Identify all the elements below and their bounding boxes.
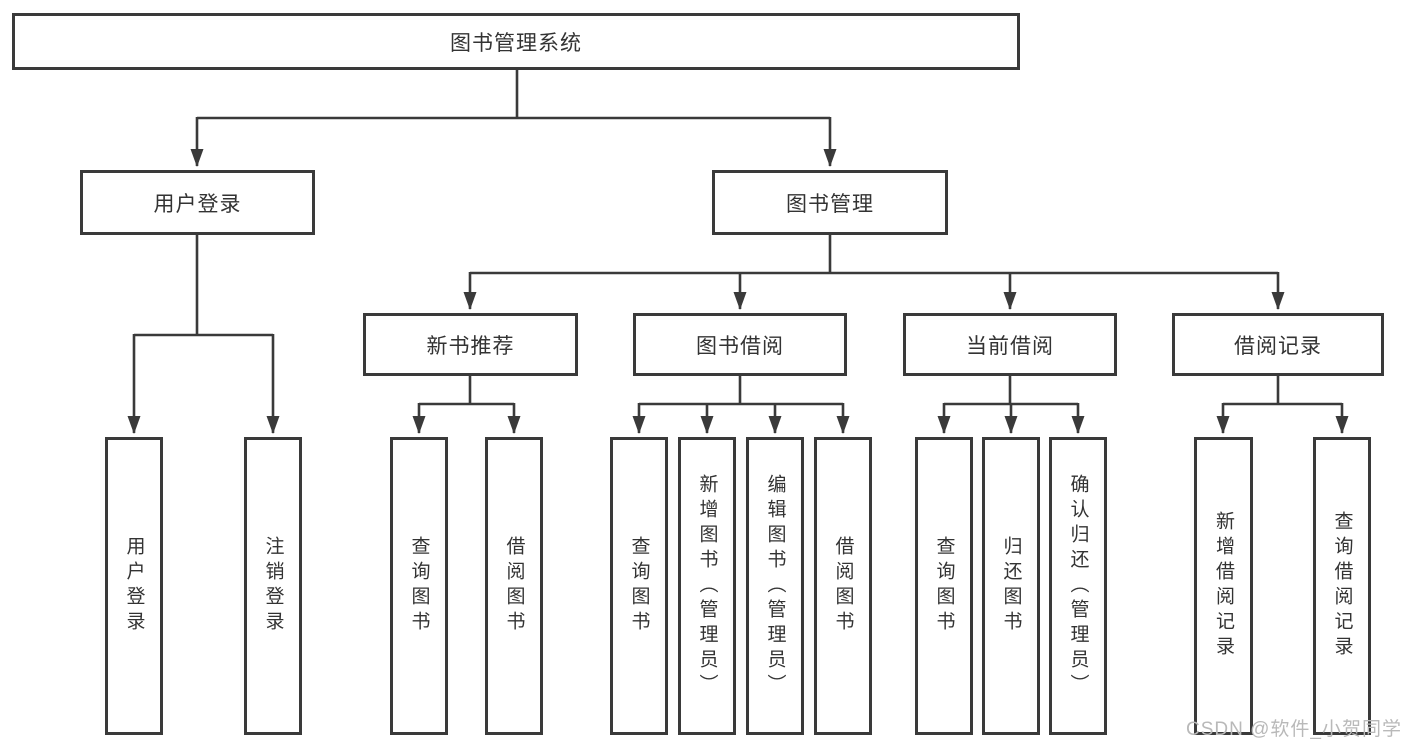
- connector-current-borrow-children: [937, 376, 1085, 434]
- leaf-query-borrow-record: 查询借阅记录: [1313, 437, 1371, 735]
- connector-borrow-records-children: [1216, 376, 1349, 434]
- node-current-borrowing-label: 当前借阅: [966, 334, 1054, 358]
- leaf-edit-book-admin-label: 编辑图书（管理员）: [764, 473, 786, 699]
- node-new-book-recommend-label: 新书推荐: [426, 334, 515, 358]
- leaf-query-books-borrowing-label: 查询图书: [628, 536, 650, 636]
- leaf-add-borrow-record: 新增借阅记录: [1194, 437, 1253, 735]
- leaf-query-books-borrowing: 查询图书: [610, 437, 668, 735]
- node-borrowing-records-label: 借阅记录: [1234, 334, 1322, 358]
- leaf-borrow-books-recommend: 借阅图书: [485, 437, 543, 735]
- csdn-watermark: CSDN @软件_小贺同学: [1186, 719, 1402, 740]
- leaf-query-books-recommend-label: 查询图书: [408, 536, 430, 636]
- leaf-logout-login-label: 注销登录: [262, 536, 284, 636]
- leaf-add-book-admin: 新增图书（管理员）: [678, 437, 736, 735]
- leaf-logout-login: 注销登录: [244, 437, 302, 735]
- node-user-login: 用户登录: [80, 170, 315, 235]
- connector-book-mgmt-children: [463, 235, 1285, 310]
- node-book-management: 图书管理: [712, 170, 948, 235]
- leaf-user-login-label: 用户登录: [123, 536, 145, 636]
- connector-root-to-level2: [190, 70, 837, 167]
- node-root: 图书管理系统: [12, 13, 1020, 70]
- node-user-login-label: 用户登录: [153, 192, 242, 216]
- leaf-return-books: 归还图书: [982, 437, 1040, 735]
- node-book-management-label: 图书管理: [786, 192, 874, 216]
- leaf-add-book-admin-label: 新增图书（管理员）: [696, 473, 718, 699]
- leaf-borrow-books-borrowing: 借阅图书: [814, 437, 872, 735]
- leaf-edit-book-admin: 编辑图书（管理员）: [746, 437, 804, 735]
- connector-new-book-children: [412, 376, 521, 434]
- leaf-confirm-return-admin-label: 确认归还（管理员）: [1067, 473, 1089, 699]
- leaf-query-books-current: 查询图书: [915, 437, 973, 735]
- node-root-label: 图书管理系统: [450, 31, 582, 55]
- leaf-add-borrow-record-label: 新增借阅记录: [1213, 511, 1234, 661]
- connector-book-borrow-children: [632, 376, 850, 434]
- node-borrowing-records: 借阅记录: [1172, 313, 1384, 376]
- node-book-borrowing: 图书借阅: [633, 313, 847, 376]
- node-current-borrowing: 当前借阅: [903, 313, 1117, 376]
- leaf-query-books-recommend: 查询图书: [390, 437, 448, 735]
- leaf-user-login: 用户登录: [105, 437, 163, 735]
- node-book-borrowing-label: 图书借阅: [696, 334, 784, 358]
- leaf-query-books-current-label: 查询图书: [933, 536, 955, 636]
- leaf-confirm-return-admin: 确认归还（管理员）: [1049, 437, 1107, 735]
- leaf-query-borrow-record-label: 查询借阅记录: [1331, 511, 1353, 661]
- node-new-book-recommend: 新书推荐: [363, 313, 578, 376]
- leaf-return-books-label: 归还图书: [1000, 536, 1022, 636]
- connector-user-login-children: [127, 235, 280, 434]
- leaf-borrow-books-borrowing-label: 借阅图书: [832, 536, 854, 636]
- leaf-borrow-books-recommend-label: 借阅图书: [503, 536, 525, 636]
